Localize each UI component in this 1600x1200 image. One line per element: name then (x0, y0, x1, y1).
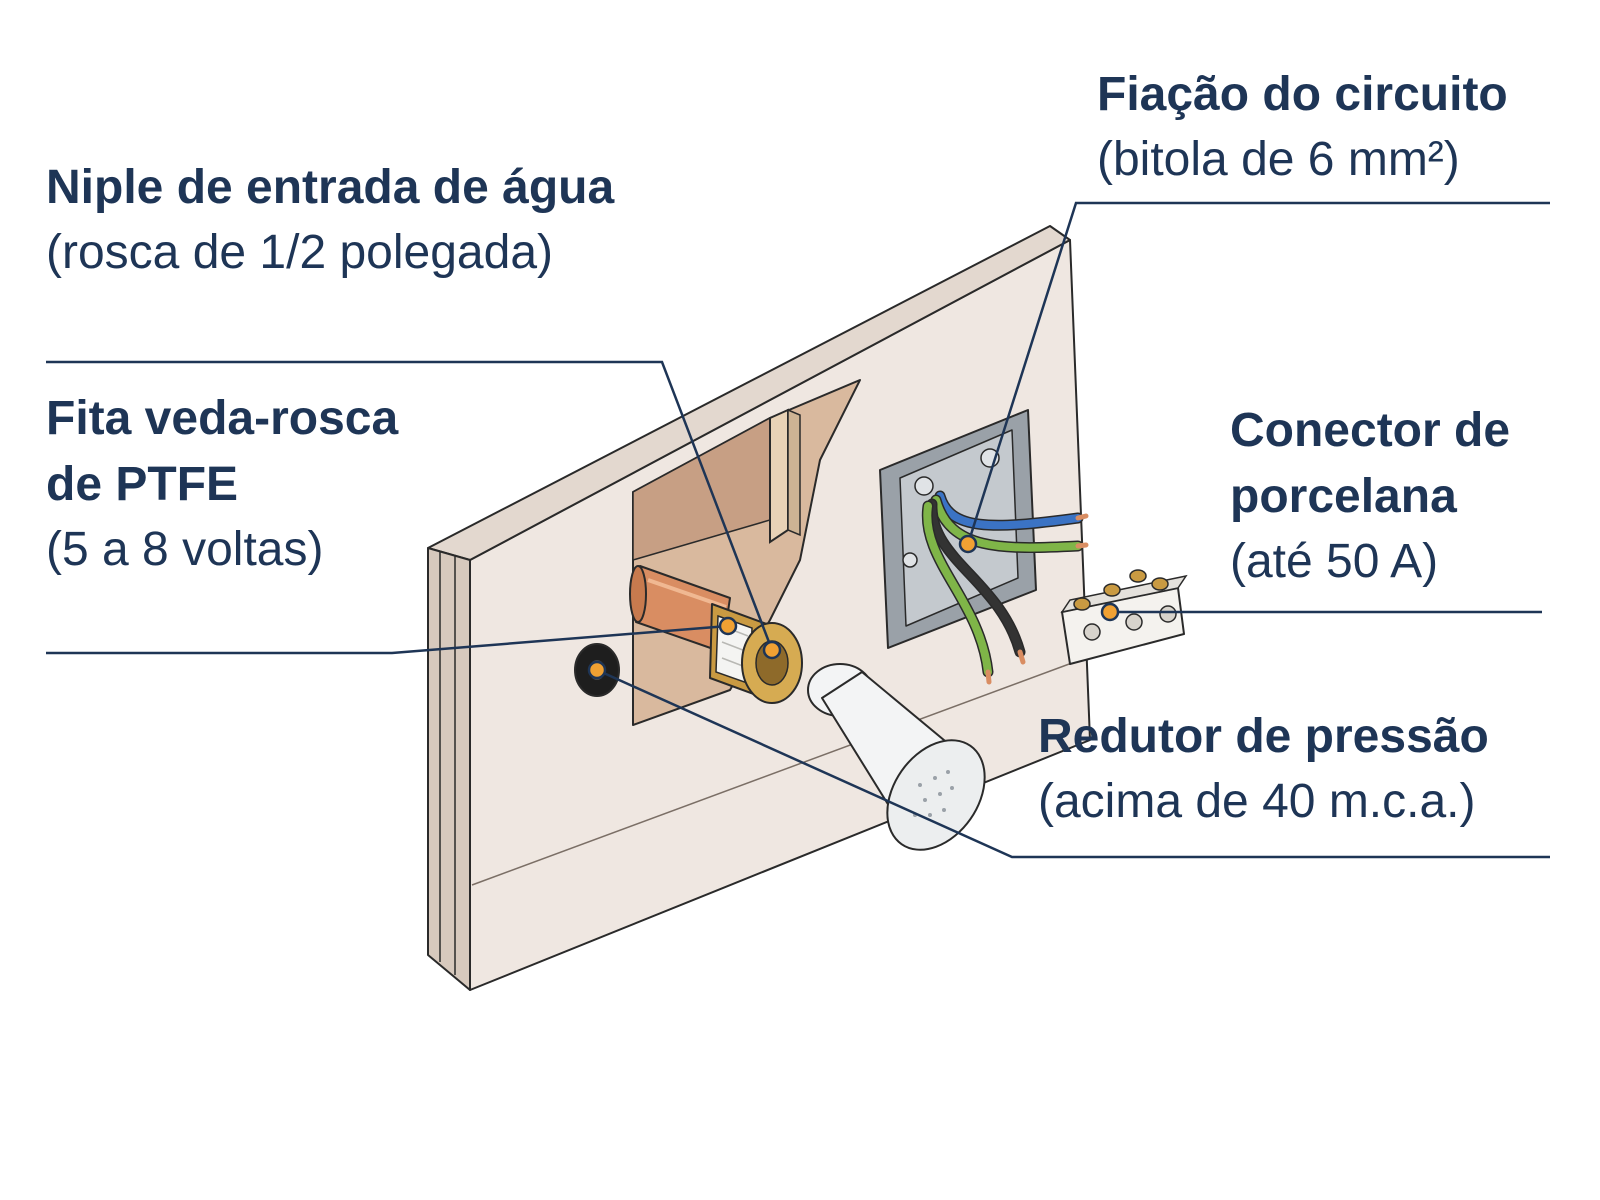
marker-nipple (762, 640, 782, 660)
leader-wiring (966, 201, 1550, 545)
marker-connector (1100, 602, 1120, 622)
label-ptfe-tape: Fita veda-rosca de PTFE (5 a 8 voltas) (46, 386, 406, 582)
label-circuit-wiring: Fiação do circuito (bitola de 6 mm²) (1097, 62, 1577, 192)
marker-tape (718, 616, 738, 636)
leader-lines (46, 201, 1550, 859)
wall-stud (769, 408, 789, 544)
marker-reducer (587, 660, 607, 680)
porcelain-connector (1060, 569, 1188, 665)
label-water-nipple-title: Niple de entrada de água (46, 161, 615, 214)
leader-reducer (596, 668, 1550, 859)
label-water-nipple: Niple de entrada de água (rosca de 1/2 p… (46, 155, 646, 285)
wall-side-edge (427, 547, 471, 991)
label-circuit-wiring-detail: (bitola de 6 mm²) (1097, 133, 1460, 186)
leader-nipple (46, 360, 774, 651)
label-ptfe-tape-title: Fita veda-rosca de PTFE (46, 392, 399, 511)
label-pressure-reducer-detail: (acima de 40 m.c.a.) (1038, 775, 1476, 828)
marker-wiring (958, 534, 978, 554)
marker-dots (587, 534, 1120, 680)
label-water-nipple-detail: (rosca de 1/2 polegada) (46, 226, 553, 279)
label-porcelain-connector-title: Conector de porcelana (1230, 404, 1511, 523)
label-pressure-reducer-title: Redutor de pressão (1038, 710, 1489, 763)
leader-tape (46, 624, 729, 655)
label-porcelain-connector: Conector de porcelana (até 50 A) (1230, 398, 1590, 594)
label-porcelain-connector-detail: (até 50 A) (1230, 535, 1439, 588)
label-pressure-reducer: Redutor de pressão (acima de 40 m.c.a.) (1038, 704, 1598, 834)
label-ptfe-tape-detail: (5 a 8 voltas) (46, 523, 324, 576)
circuit-wires (921, 490, 1089, 685)
label-circuit-wiring-title: Fiação do circuito (1097, 68, 1508, 121)
shower-head (807, 663, 986, 851)
